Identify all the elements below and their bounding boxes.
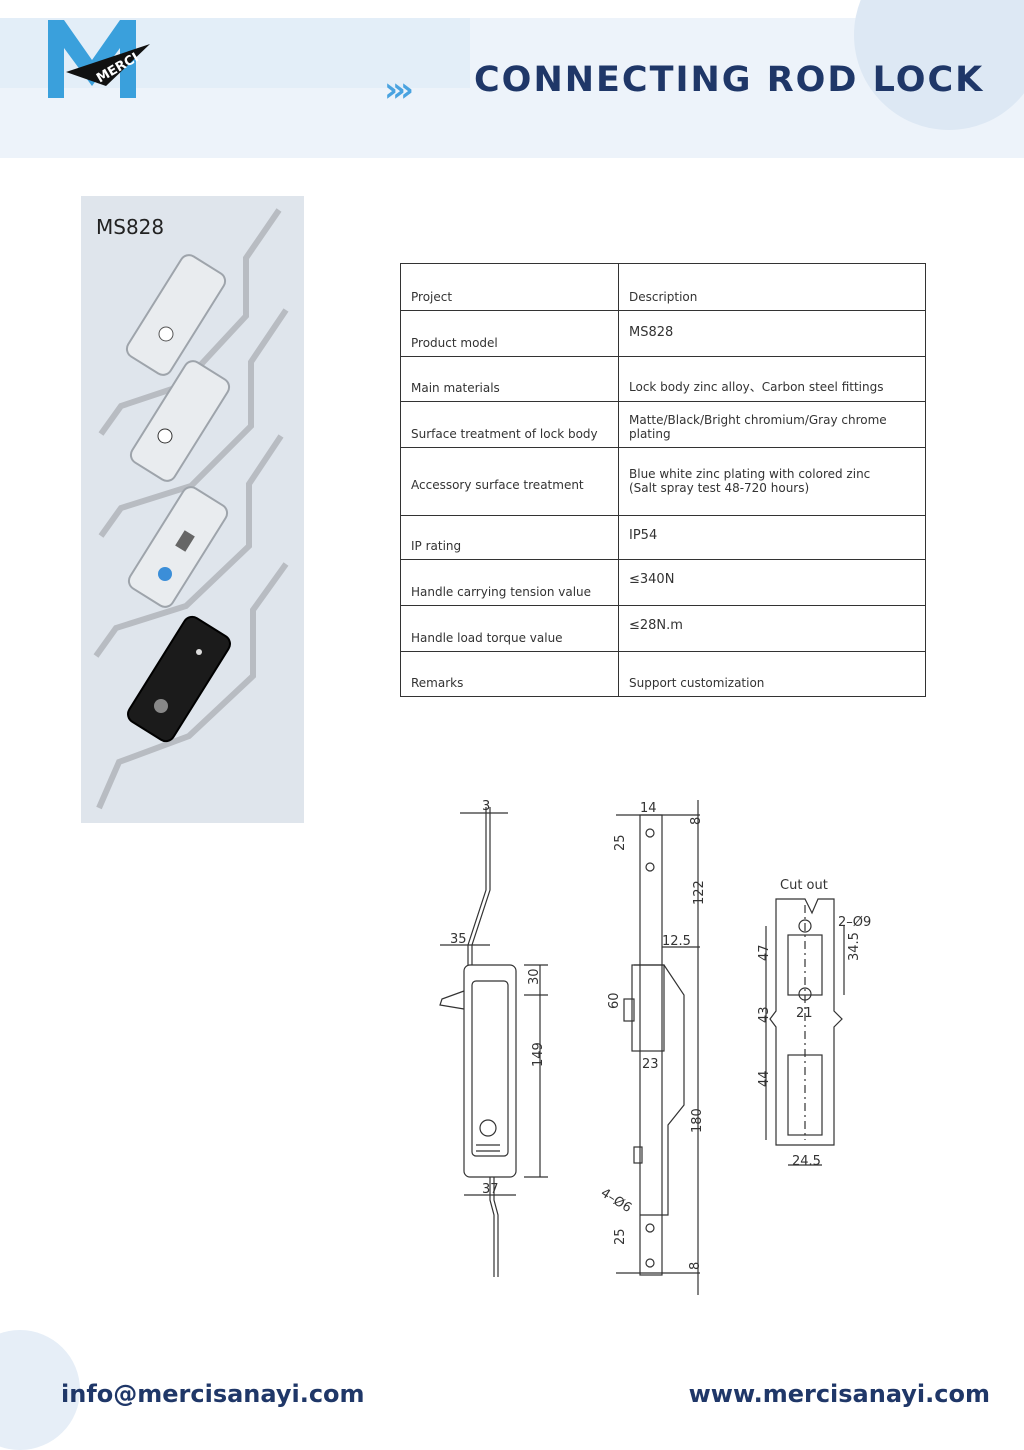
lock-product-4 [96, 562, 289, 810]
dim-label: 25 [613, 1228, 628, 1245]
dim-label: 180 [690, 1108, 705, 1133]
dim-label: 4–Ø6 [598, 1186, 634, 1216]
dim-label: 14 [640, 801, 657, 816]
technical-drawing: 3 35 30 149 37 14 8 25 122 12.5 60 23 18… [439, 799, 871, 1295]
table-cell-line: Blue white zinc plating with colored zin… [629, 466, 871, 481]
side-view [616, 800, 700, 1295]
table-cell: Support customization [618, 651, 926, 697]
dim-label: 8 [688, 1262, 703, 1270]
table-cell: Handle load torque value [400, 605, 619, 652]
page-title: CONNECTING ROD LOCK [474, 60, 985, 100]
dim-label: 24.5 [792, 1154, 821, 1169]
spec-table: Project Description Product model MS828 … [400, 263, 926, 697]
table-cell: ≤340N [618, 559, 926, 606]
front-view [439, 807, 548, 1277]
dim-label: 149 [531, 1042, 546, 1067]
table-cell: Lock body zinc alloy、Carbon steel fittin… [618, 356, 926, 402]
merci-logo: MERCI [48, 20, 150, 98]
dim-label: 21 [796, 1006, 813, 1021]
dim-label: 34.5 [847, 932, 862, 961]
product-photo [93, 208, 289, 810]
dim-label: 43 [757, 1006, 772, 1023]
table-cell: IP rating [400, 515, 619, 560]
table-row: Handle load torque value ≤28N.m [400, 605, 926, 652]
table-cell: Project [400, 263, 619, 311]
lock-product-1 [98, 208, 282, 436]
table-cell: Main materials [400, 356, 619, 402]
contact-email-link[interactable]: info@mercisanayi.com [61, 1380, 365, 1408]
table-row: Accessory surface treatment Blue white z… [400, 447, 926, 516]
dim-label: 3 [482, 799, 490, 814]
dim-label: 30 [527, 968, 542, 985]
side-view-dims: 14 8 25 122 12.5 60 23 180 4–Ø6 25 8 [598, 801, 707, 1270]
table-cell: Handle carrying tension value [400, 559, 619, 606]
table-cell: ≤28N.m [618, 605, 926, 652]
dim-label: 12.5 [662, 934, 691, 949]
front-view-dims: 3 35 30 149 37 [450, 799, 546, 1197]
table-cell: MS828 [618, 310, 926, 357]
table-cell: Accessory surface treatment [400, 447, 619, 516]
table-row: Product model MS828 [400, 310, 926, 357]
table-cell: Remarks [400, 651, 619, 697]
table-cell: Blue white zinc plating with colored zin… [618, 447, 926, 516]
dim-label: 122 [692, 880, 707, 905]
table-cell: IP54 [618, 515, 926, 560]
table-cell: Matte/Black/Bright chromium/Gray chrome … [618, 401, 926, 448]
cutout-view [765, 898, 845, 1166]
dim-label: 2–Ø9 [838, 915, 871, 930]
table-row: Handle carrying tension value ≤340N [400, 559, 926, 606]
table-cell: Product model [400, 310, 619, 357]
table-cell: Description [618, 263, 926, 311]
lock-product-2 [98, 308, 289, 538]
dim-label: 23 [642, 1057, 659, 1072]
table-cell-line: (Salt spray test 48-720 hours) [629, 480, 810, 495]
dim-label: 25 [613, 834, 628, 851]
lock-product-3 [93, 434, 284, 658]
dim-label: 35 [450, 932, 467, 947]
table-row: Project Description [400, 263, 926, 311]
cutout-label: Cut out [780, 878, 828, 893]
table-row: Remarks Support customization [400, 651, 926, 697]
table-cell: Surface treatment of lock body [400, 401, 619, 448]
product-model-label: MS828 [96, 215, 165, 239]
contact-website-link[interactable]: www.mercisanayi.com [688, 1380, 990, 1408]
dim-label: 60 [607, 992, 622, 1009]
dim-label: 37 [482, 1182, 499, 1197]
dim-label: 8 [689, 817, 704, 825]
table-row: Surface treatment of lock body Matte/Bla… [400, 401, 926, 448]
chevrons-icon: ››› [384, 70, 414, 110]
dim-label: 44 [757, 1070, 772, 1087]
table-row: Main materials Lock body zinc alloy、Carb… [400, 356, 926, 402]
dim-label: 47 [757, 944, 772, 961]
table-row: IP rating IP54 [400, 515, 926, 560]
cutout-dims: Cut out 2–Ø9 47 34.5 21 43 44 24.5 [757, 878, 871, 1169]
